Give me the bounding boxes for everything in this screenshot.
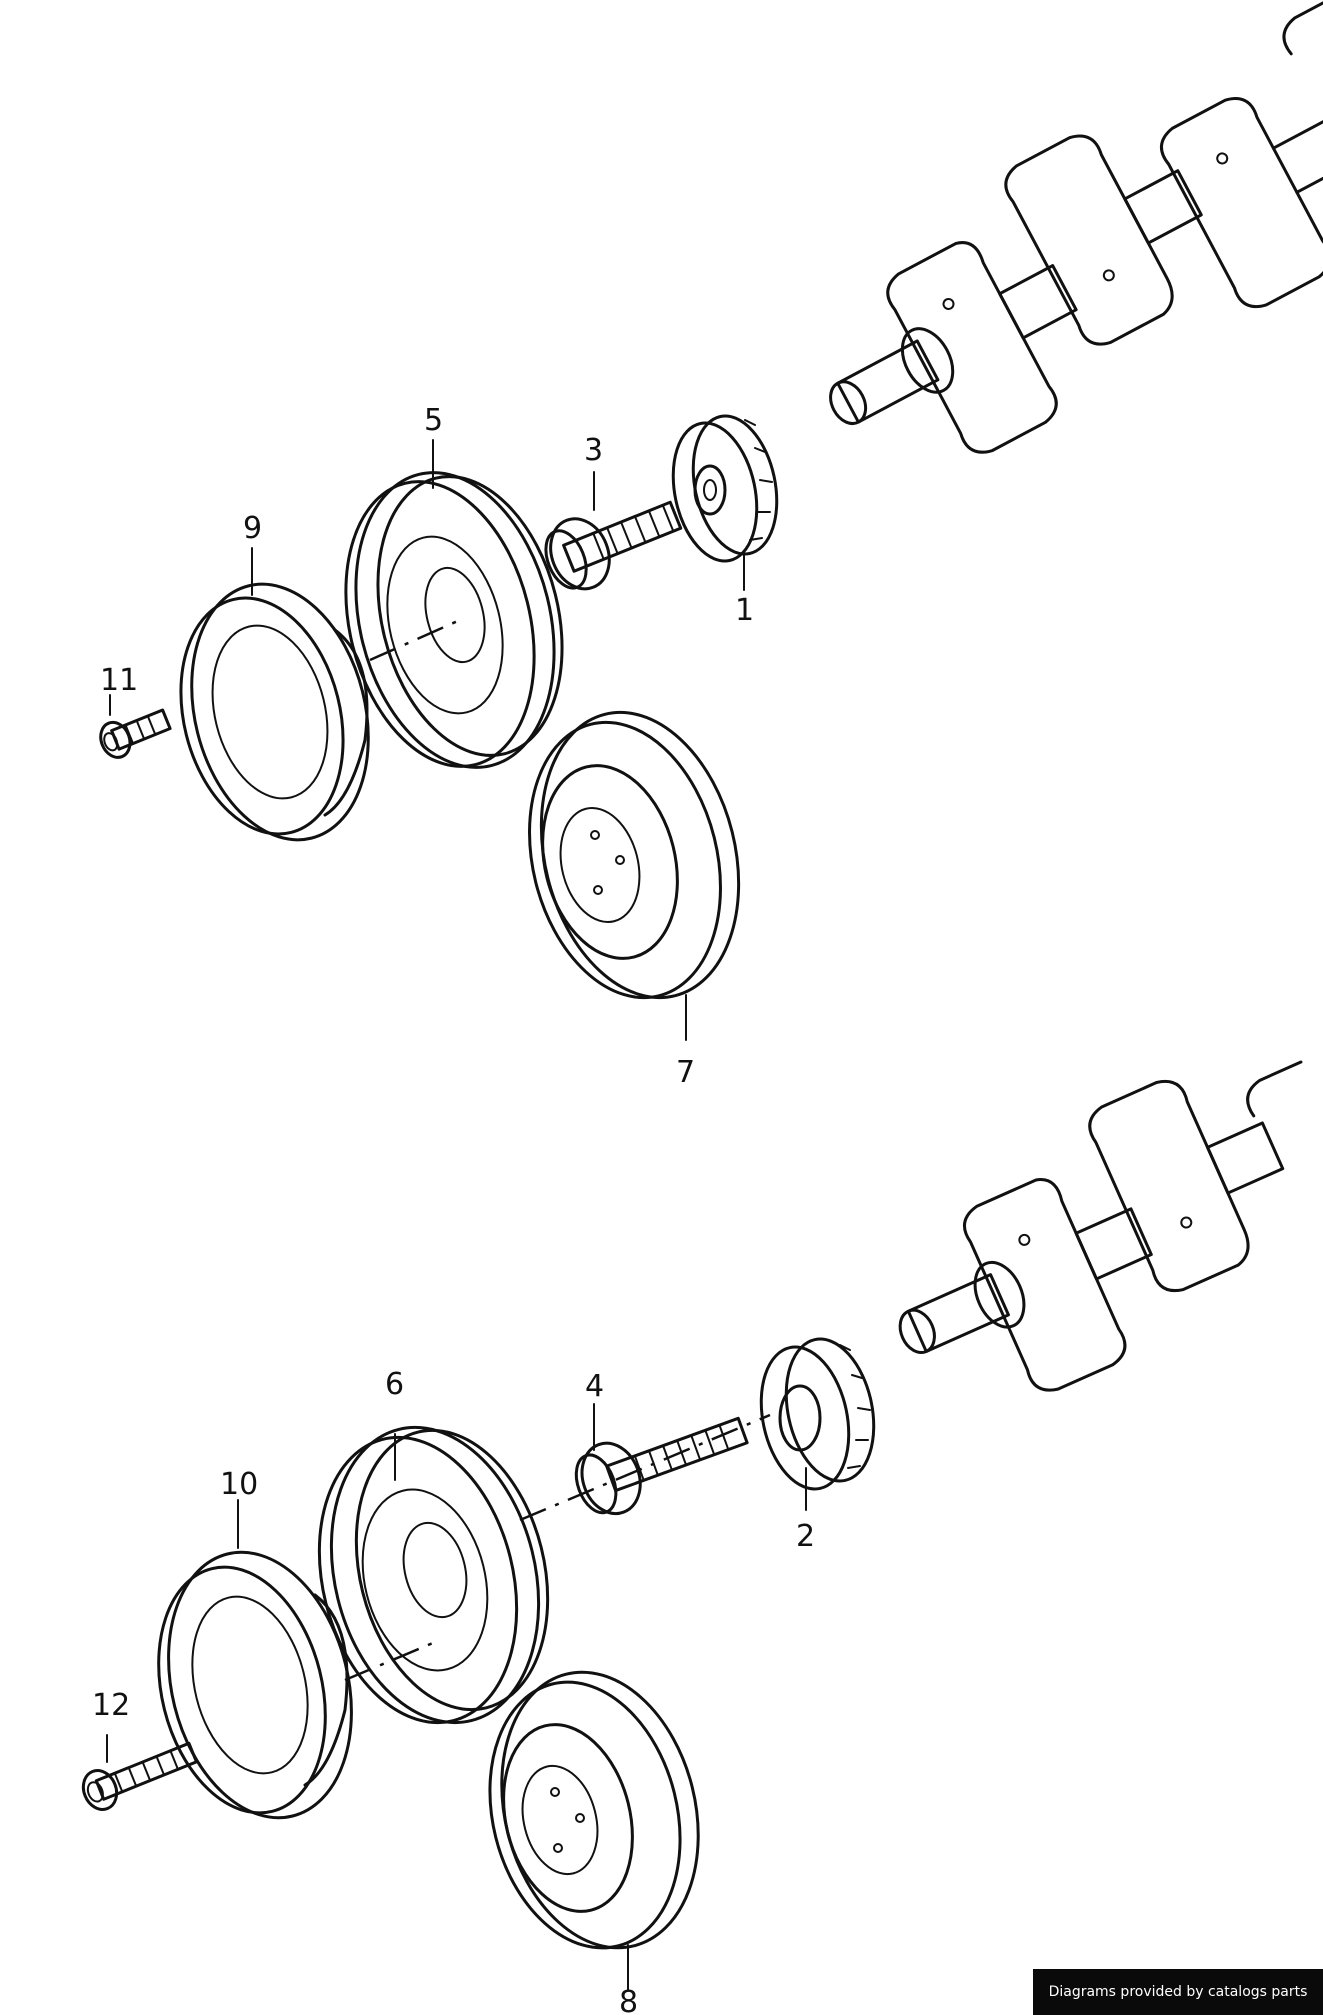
belt-pulley-lower — [157, 1550, 353, 1820]
timing-sprocket-lower — [759, 1337, 876, 1491]
long-bolt-lower — [81, 1741, 198, 1811]
callout-1: 1 — [735, 593, 754, 628]
lower-assembly — [81, 1060, 1303, 1950]
callout-labels: 1 2 3 4 5 6 7 8 9 10 11 12 — [92, 403, 815, 2015]
axis-line-lower-b — [344, 1638, 441, 1682]
callout-2: 2 — [796, 1519, 815, 1554]
callout-9: 9 — [243, 511, 262, 546]
callout-5: 5 — [424, 403, 443, 438]
axis-line-upper — [369, 618, 461, 662]
small-bolt-upper — [99, 708, 172, 759]
belt-pulley-upper — [179, 582, 370, 842]
vibration-damper-lower — [488, 1670, 700, 1950]
callout-6: 6 — [385, 1367, 404, 1402]
leader-lines — [106, 439, 807, 1991]
crankshaft-lower — [898, 1060, 1303, 1392]
pulley-bolt-lower — [574, 1416, 749, 1516]
pulley-hub-upper — [344, 471, 564, 769]
callout-11: 11 — [100, 663, 138, 698]
axis-line-lower-a — [519, 1413, 771, 1522]
credit-badge: Diagrams provided by catalogs parts — [1033, 1969, 1323, 2015]
pulley-bolt-upper — [544, 500, 683, 591]
callout-10: 10 — [220, 1467, 258, 1502]
callout-3: 3 — [584, 433, 603, 468]
callout-4: 4 — [585, 1369, 604, 1404]
timing-sprocket-upper — [671, 414, 779, 563]
callout-8: 8 — [619, 1985, 638, 2015]
upper-assembly — [99, 0, 1323, 1000]
vibration-damper-upper — [528, 710, 741, 1000]
callout-7: 7 — [676, 1055, 695, 1090]
crankshaft-upper — [829, 0, 1323, 454]
callout-12: 12 — [92, 1688, 130, 1723]
